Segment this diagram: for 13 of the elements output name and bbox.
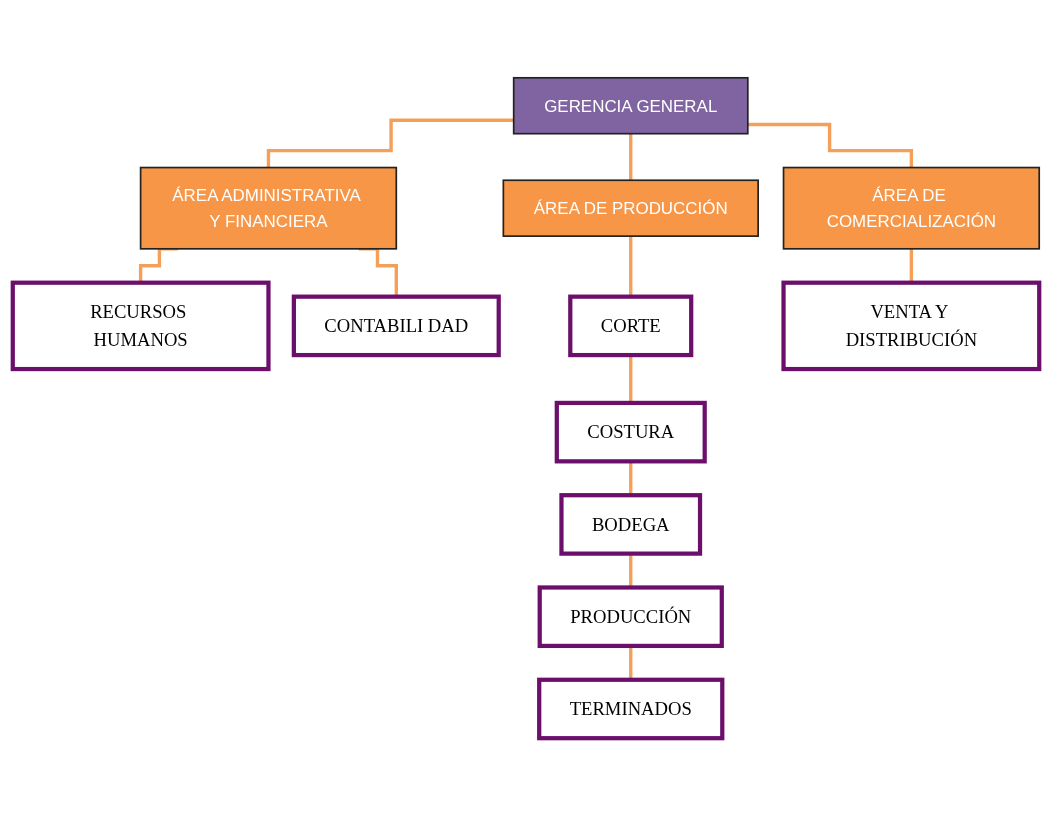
node-box: TERMINADOS bbox=[536, 677, 724, 741]
node-box: CONTABILI DAD bbox=[291, 294, 501, 358]
node-box: VENTA Y DISTRIBUCIÓN bbox=[780, 280, 1041, 372]
node-box: COSTURA bbox=[554, 400, 707, 464]
node-box: RECURSOS HUMANOS bbox=[10, 280, 271, 372]
node-box: ÁREA DE COMERCIALIZACIÓN bbox=[782, 166, 1040, 250]
node-box: PRODUCCIÓN bbox=[537, 585, 724, 649]
node-box: ÁREA ADMINISTRATIVA Y FINANCIERA bbox=[139, 166, 397, 250]
node-box: BODEGA bbox=[558, 493, 702, 556]
connector bbox=[628, 132, 632, 182]
node-box: GERENCIA GENERAL bbox=[512, 76, 749, 135]
node-box: ÁREA DE PRODUCCIÓN bbox=[502, 179, 759, 237]
node-box: CORTE bbox=[567, 294, 693, 358]
